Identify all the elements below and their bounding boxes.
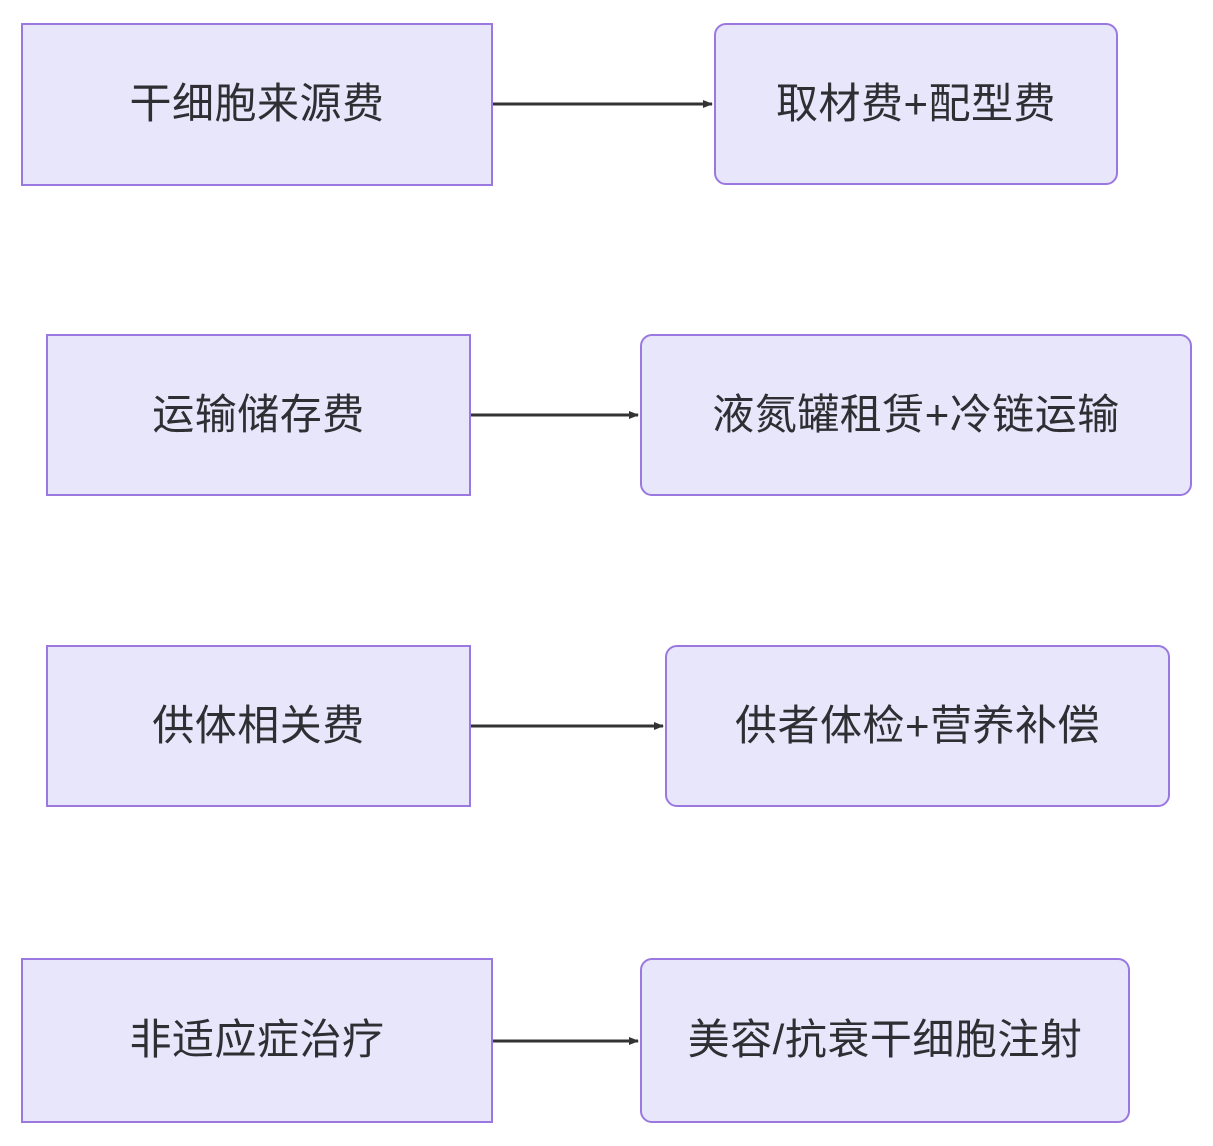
node-stem-cell-source-fee[interactable]: 干细胞来源费 — [21, 23, 493, 186]
node-label: 液氮罐租赁+冷链运输 — [712, 390, 1120, 438]
node-label: 干细胞来源费 — [129, 80, 385, 128]
node-donor-related-fee[interactable]: 供体相关费 — [46, 645, 471, 807]
node-label: 取材费+配型费 — [775, 79, 1057, 127]
node-collection-and-matching-fee[interactable]: 取材费+配型费 — [714, 23, 1118, 185]
node-transport-storage-fee[interactable]: 运输储存费 — [46, 334, 471, 496]
node-donor-exam-and-nutrition[interactable]: 供者体检+营养补偿 — [665, 645, 1170, 807]
node-nitrogen-tank-and-cold-chain[interactable]: 液氮罐租赁+冷链运输 — [640, 334, 1192, 496]
node-cosmetic-antiaging-injection[interactable]: 美容/抗衰干细胞注射 — [640, 958, 1130, 1123]
node-label: 运输储存费 — [152, 390, 365, 438]
node-label: 供者体检+营养补偿 — [734, 701, 1101, 749]
node-label: 美容/抗衰干细胞注射 — [687, 1016, 1083, 1064]
node-label: 非适应症治疗 — [129, 1016, 385, 1064]
node-label: 供体相关费 — [152, 701, 365, 749]
node-off-label-treatment[interactable]: 非适应症治疗 — [21, 958, 493, 1123]
